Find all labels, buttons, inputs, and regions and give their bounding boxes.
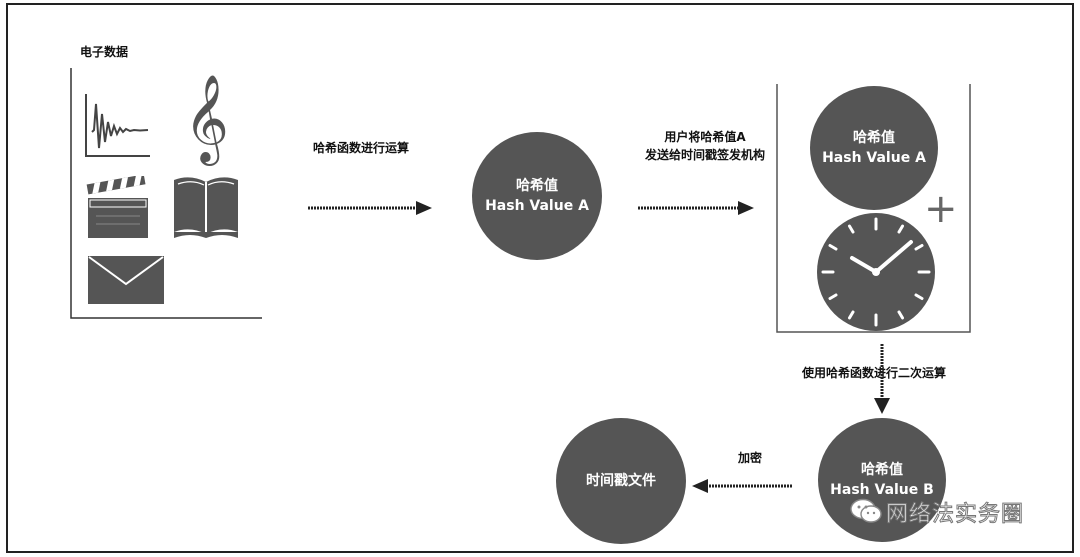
tsa-bracket	[776, 84, 971, 333]
envelope-icon	[88, 256, 164, 304]
hash-a-subtitle: Hash Value A	[485, 198, 589, 214]
arrow-to-hash-a	[308, 201, 432, 215]
hash-value-b-node: 哈希值 Hash Value B	[818, 418, 946, 542]
clock-icon	[817, 213, 935, 331]
clapperboard-icon	[86, 176, 148, 238]
arrow-to-timestamp-file	[692, 479, 792, 493]
book-icon	[174, 177, 238, 238]
treble-clef-icon: 𝄞	[184, 73, 229, 162]
arrow-to-hash-b	[874, 344, 890, 414]
source-bracket	[70, 68, 262, 319]
step1-label: 哈希函数进行运算	[313, 141, 410, 155]
source-label: 电子数据	[80, 45, 129, 59]
tsa-hash-title: 哈希值	[853, 130, 895, 146]
timestamp-file-label: 时间戳文件	[586, 473, 656, 489]
step2-label-line2: 发送给时间戳签发机构	[644, 148, 765, 162]
step2-label-line1: 用户将哈希值A	[664, 130, 746, 144]
wechat-icon	[850, 498, 882, 523]
arrow-to-tsa	[638, 201, 754, 215]
timestamp-file-node: 时间戳文件	[556, 418, 686, 544]
hash-value-a-node: 哈希值 Hash Value A	[472, 132, 602, 260]
step3-label: 使用哈希函数进行二次运算	[802, 366, 947, 380]
watermark-text: 网络法实务圈	[885, 502, 1025, 528]
step4-label: 加密	[738, 451, 763, 465]
hash-b-subtitle: Hash Value B	[830, 482, 934, 498]
plus-sign: +	[924, 186, 958, 232]
tsa-hash-subtitle: Hash Value A	[822, 150, 926, 166]
hash-b-title: 哈希值	[861, 462, 903, 478]
hash-a-title: 哈希值	[516, 178, 558, 194]
tsa-hash-value-node: 哈希值 Hash Value A	[810, 86, 938, 210]
waveform-icon	[85, 94, 150, 157]
